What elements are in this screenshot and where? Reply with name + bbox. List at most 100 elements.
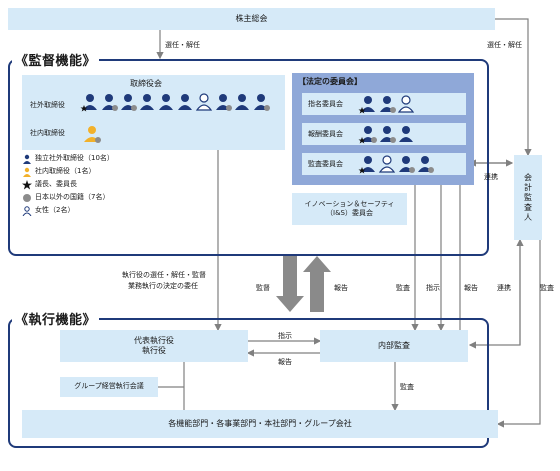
- person-icon: [358, 156, 375, 174]
- auditor-char: 計: [524, 182, 532, 192]
- label-audit-1: 監査: [396, 284, 410, 292]
- inside-directors-label: 社内取締役: [30, 129, 65, 137]
- legend-item: 議長、委員長: [22, 180, 114, 190]
- person-icon: [140, 94, 154, 110]
- legend-text-0: 独立社外取締役（10名）: [35, 154, 114, 163]
- auditor-char: 会: [524, 172, 532, 182]
- person-icon: [159, 94, 173, 110]
- departments: 各機能部門・各事業部門・本社部門・グループ会社: [22, 410, 498, 438]
- person-icon: [399, 156, 415, 173]
- gray-dot-icon: [371, 137, 377, 143]
- board-of-directors: [22, 75, 285, 150]
- legend-item: 女性（2名）: [22, 206, 114, 216]
- nomination-members: [358, 95, 415, 114]
- star-icon: [358, 137, 366, 144]
- person-icon: [254, 94, 270, 111]
- supervise-arrow: [276, 256, 304, 312]
- label-audit-2: 監査: [540, 284, 554, 292]
- legend-text-3: 日本以外の国籍（7名）: [35, 193, 110, 202]
- gray-dot-icon: [131, 105, 137, 111]
- legend-text-1: 社内取締役（1名）: [35, 167, 96, 176]
- legend: 独立社外取締役（10名） 社内取締役（1名） 議長、委員長 日本以外の国籍（7名…: [22, 154, 114, 216]
- gray-dot-icon: [409, 167, 415, 173]
- person-icon: [399, 126, 413, 142]
- group-management-council: グループ経営執行会議: [60, 377, 158, 397]
- ceo-box: 代表執行役 執行役: [60, 330, 248, 362]
- gray-dot-icon: [264, 105, 270, 111]
- ceo-line2: 執行役: [142, 346, 166, 355]
- star-icon: [22, 180, 32, 190]
- person-icon: [80, 94, 97, 112]
- person-icon: [102, 94, 118, 111]
- person-icon: [358, 96, 375, 114]
- star-icon: [358, 167, 366, 174]
- legend-text-2: 議長、委員長: [35, 180, 77, 189]
- gray-dot-icon: [23, 194, 31, 202]
- person-icon: [178, 94, 192, 110]
- person-icon: [418, 156, 434, 173]
- label-coop-2: 連携: [497, 284, 511, 292]
- auditor-char: 査: [524, 202, 532, 212]
- label-coop-1: 連携: [484, 173, 498, 181]
- gold-person-icon: [23, 167, 31, 177]
- shareholders-meeting: 株主総会: [8, 8, 495, 30]
- is-committee: イノベーション＆セーフティ （I&S）委員会: [292, 193, 407, 225]
- execution-frame: [8, 318, 489, 448]
- outline-person-icon: [378, 155, 396, 173]
- person-icon: [121, 94, 137, 111]
- audit-committee-label: 監査委員会: [308, 160, 343, 168]
- person-icon: [380, 96, 396, 113]
- label-report-2: 報告: [464, 284, 478, 292]
- label-delegate-2: 業務執行の決定の委任: [128, 282, 198, 290]
- inside-director-icon: [84, 126, 101, 143]
- legend-text-4: 女性（2名）: [35, 206, 75, 215]
- nomination-label: 指名委員会: [308, 100, 343, 108]
- audit-members: [358, 155, 434, 174]
- compensation-members: [358, 126, 413, 144]
- nomination-committee: [302, 93, 466, 115]
- compensation-committee: [302, 123, 466, 145]
- label-elect-2: 選任・解任: [487, 41, 522, 49]
- gray-dot-icon: [390, 137, 396, 143]
- person-icon: [235, 94, 249, 110]
- label-report-1: 報告: [334, 284, 348, 292]
- outline-person-icon: [22, 206, 32, 216]
- outside-director-icons: [80, 93, 270, 112]
- gray-dot-icon: [428, 167, 434, 173]
- auditor-char: 人: [524, 212, 532, 222]
- execution-title: 《執行機能》: [12, 309, 100, 328]
- supervision-title: 《監督機能》: [12, 50, 100, 69]
- label-report-3: 報告: [278, 358, 292, 366]
- star-icon: [358, 107, 366, 114]
- is-committee-line1: イノベーション＆セーフティ: [304, 199, 395, 208]
- person-icon: [380, 126, 396, 143]
- gray-dot-icon: [390, 107, 396, 113]
- gray-dot-icon: [226, 105, 232, 111]
- label-elect-1: 選任・解任: [165, 41, 200, 49]
- legend-item: 独立社外取締役（10名）: [22, 154, 114, 164]
- is-committee-line2: （I&S）委員会: [326, 209, 373, 217]
- outline-person-icon: [397, 95, 415, 113]
- auditor-char: 監: [524, 192, 532, 202]
- outline-person-icon: [195, 93, 213, 111]
- label-supervise: 監督: [256, 284, 270, 292]
- accounting-auditor: 会 計 監 査 人: [514, 155, 542, 240]
- navy-person-icon: [23, 154, 31, 164]
- label-instruct-2: 指示: [278, 332, 292, 340]
- supervision-frame: [8, 59, 489, 256]
- label-audit-3: 監査: [400, 383, 414, 391]
- star-icon: [80, 105, 88, 112]
- gray-dot-icon: [112, 105, 118, 111]
- person-icon: [216, 94, 232, 111]
- ceo-line1: 代表執行役: [134, 336, 174, 345]
- outside-directors-label: 社外取締役: [30, 101, 65, 109]
- internal-audit: 内部監査: [320, 330, 468, 362]
- legend-item: 日本以外の国籍（7名）: [22, 193, 114, 203]
- legend-item: 社内取締役（1名）: [22, 167, 114, 177]
- board-title: 取締役会: [130, 79, 162, 88]
- label-delegate-1: 執行役の選任・解任・監督: [122, 271, 206, 279]
- compensation-label: 報酬委員会: [308, 130, 343, 138]
- statutory-title: 【法定の委員会】: [298, 77, 362, 86]
- person-icon: [358, 126, 377, 144]
